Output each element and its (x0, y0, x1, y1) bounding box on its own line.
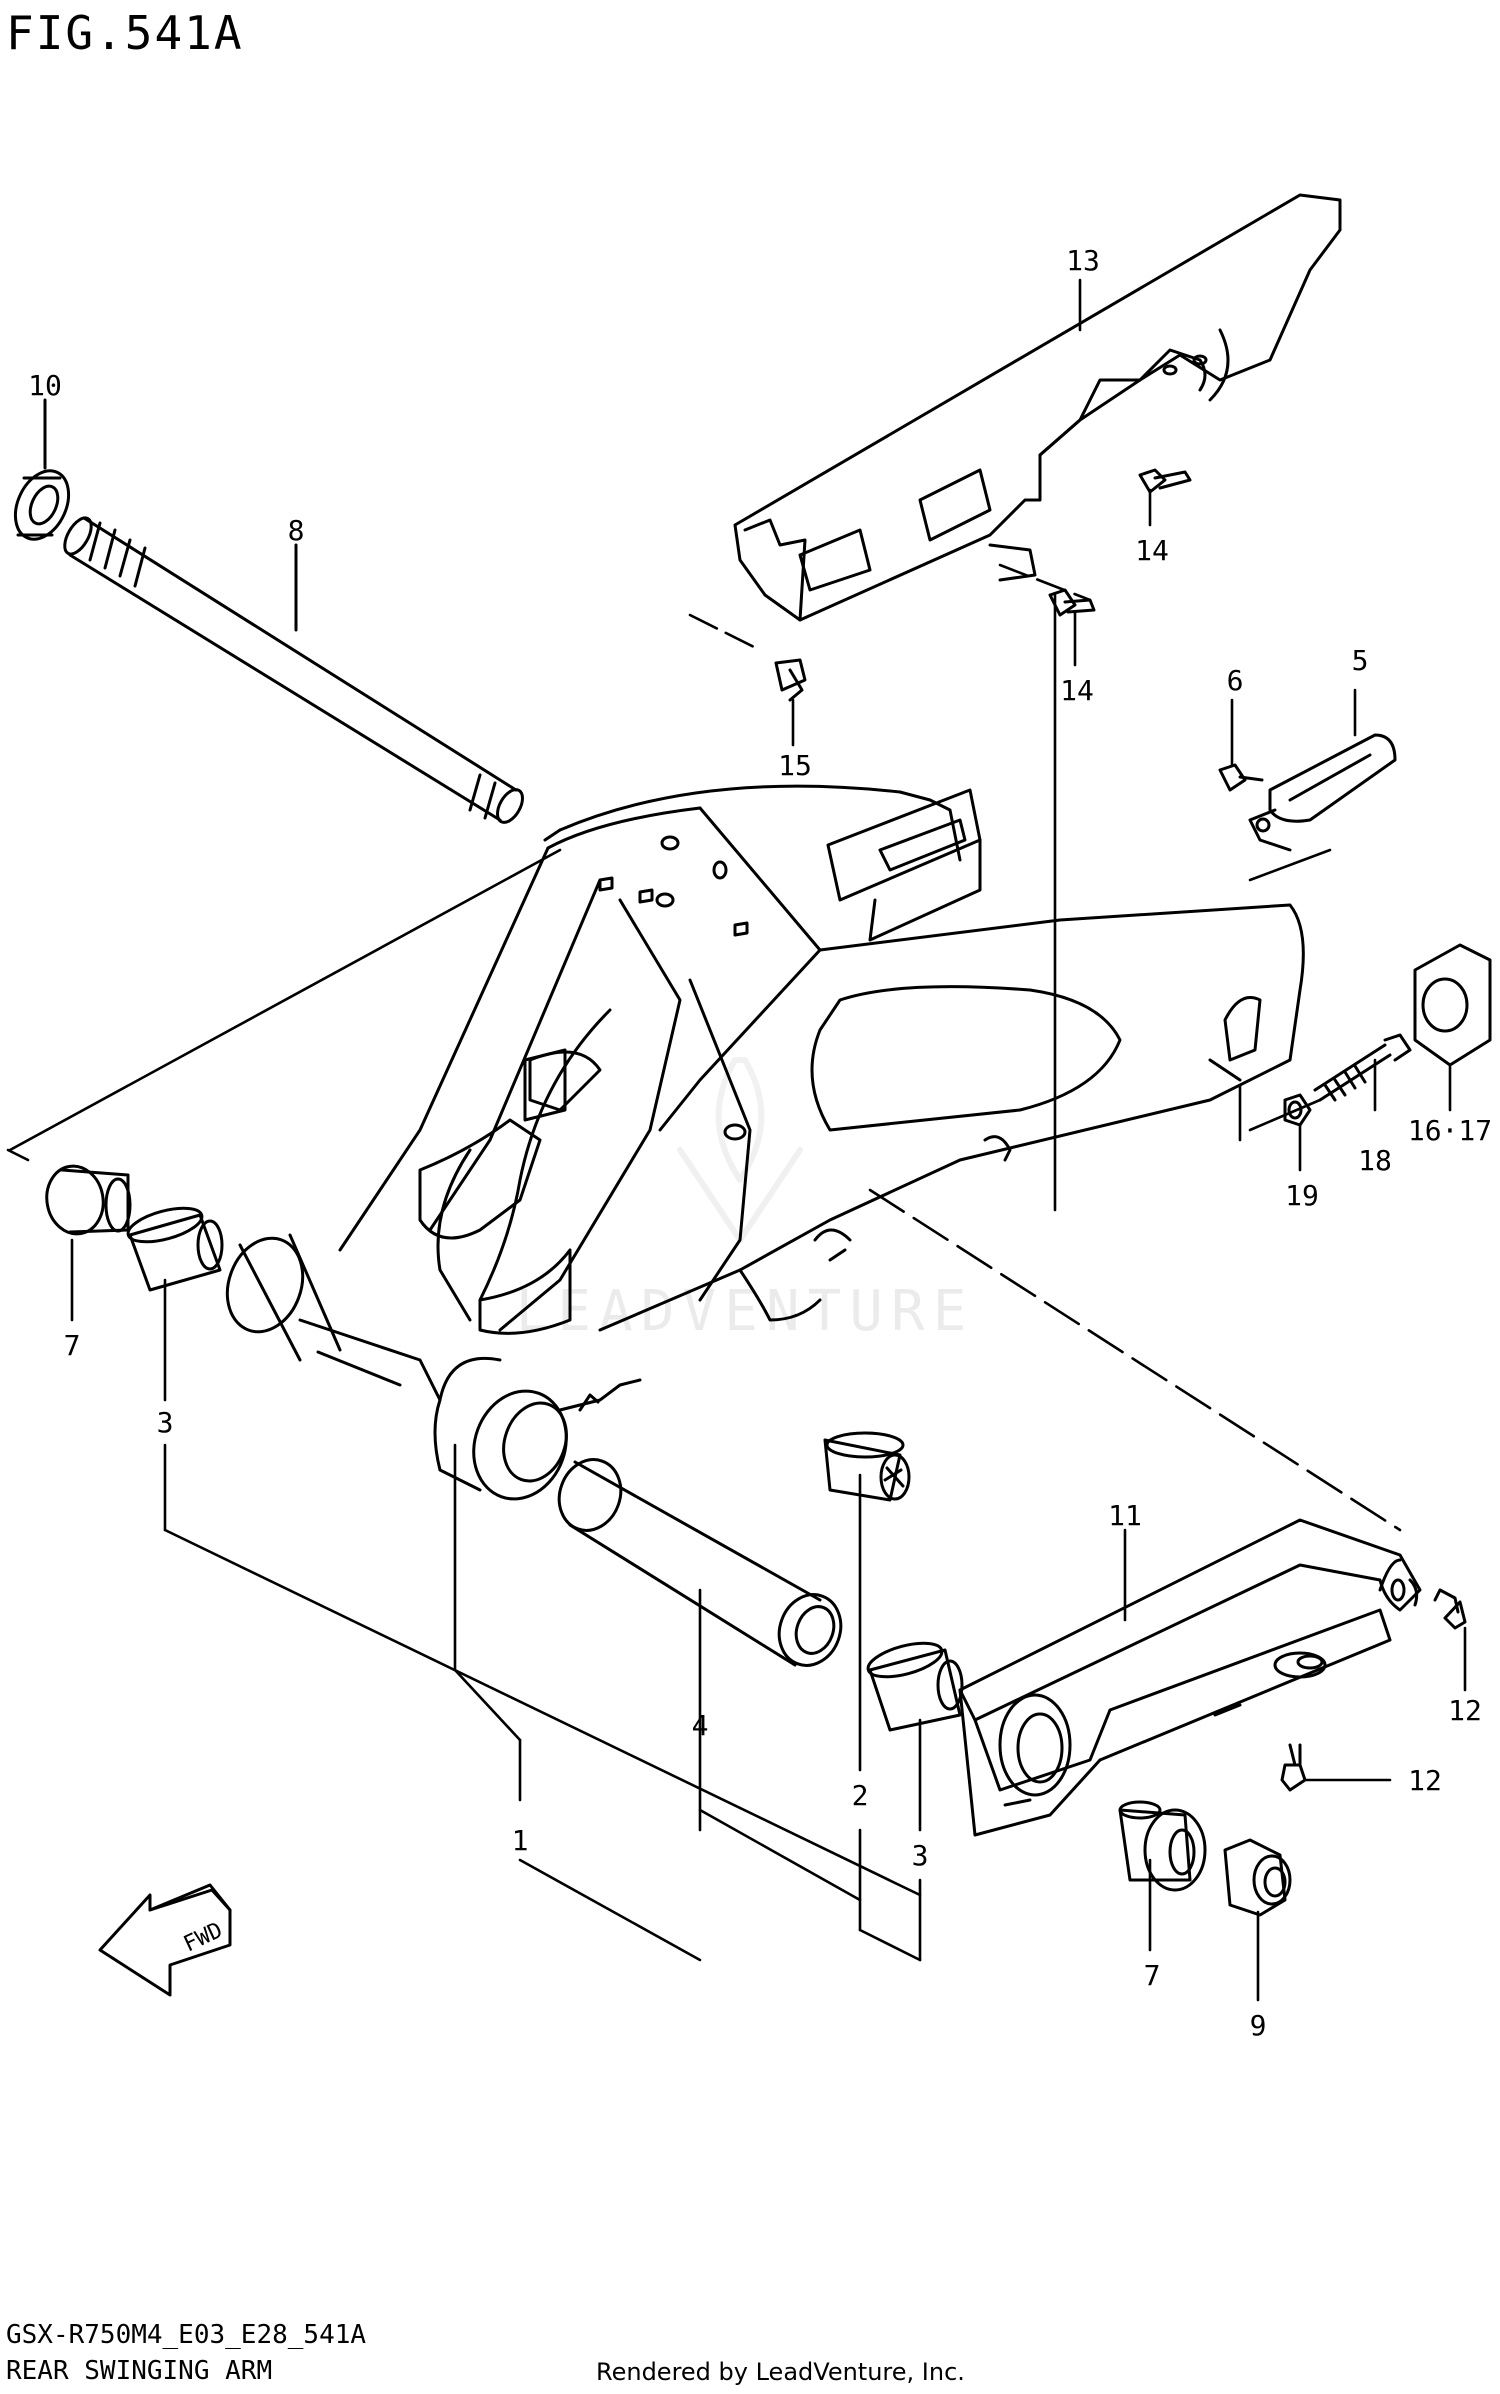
part-10-nut (13, 469, 71, 541)
callout-11: 11 (1108, 1499, 1142, 1532)
part-16-17-adjuster (1413, 943, 1492, 1067)
callout-2: 2 (852, 1779, 869, 1812)
part-8-pivot-shaft (63, 516, 524, 824)
part-7-spacer-right (1118, 1800, 1207, 1892)
figure-title: FIG.541A (6, 6, 244, 60)
callout-16-17: 16·17 (1408, 1114, 1492, 1147)
callout-5: 5 (1352, 644, 1369, 677)
part-3-bushing-left (126, 1206, 224, 1292)
part-11-chain-slider (958, 1518, 1422, 1837)
callout-12-lower: 12 (1408, 1764, 1442, 1797)
part-14-screw-upper (1138, 468, 1192, 494)
part-14-screw-lower (1048, 588, 1096, 617)
callout-3-left: 3 (157, 1406, 174, 1439)
part-7-spacer-left (45, 1164, 132, 1236)
part-18-bolt (1313, 1033, 1412, 1102)
part-9-nut (1223, 1838, 1292, 1917)
callout-13: 13 (1066, 244, 1100, 277)
fwd-label: FWD (180, 1918, 227, 1957)
callout-6: 6 (1227, 664, 1244, 697)
callout-9: 9 (1250, 2009, 1267, 2042)
callout-8: 8 (288, 514, 305, 547)
fwd-arrow (98, 1883, 232, 1997)
callout-18: 18 (1358, 1144, 1392, 1177)
part-1-swingarm (225, 784, 1305, 1501)
callout-10: 10 (28, 369, 62, 402)
callout-19: 19 (1285, 1179, 1319, 1212)
section-name: REAR SWINGING ARM (6, 2356, 273, 2386)
callout-7-left: 7 (64, 1329, 81, 1362)
part-15-clip (774, 658, 807, 702)
part-4-pivot-tube (557, 1458, 843, 1667)
model-code: GSX-R750M4_E03_E28_541A (6, 2320, 367, 2350)
watermark-text: LEADVENTURE (516, 1279, 975, 1344)
part-6-bolt (1218, 763, 1264, 792)
callout-14-lower: 14 (1060, 674, 1094, 707)
callout-7-right: 7 (1144, 1959, 1161, 1992)
callout-15: 15 (778, 749, 812, 782)
callout-1: 1 (512, 1824, 529, 1857)
callout-14-upper: 14 (1135, 534, 1169, 567)
callout-12-upper: 12 (1448, 1694, 1482, 1727)
part-19-nut (1283, 1093, 1312, 1127)
watermark-logo (677, 1057, 803, 1243)
part-3-bushing-right (866, 1641, 964, 1732)
callout-4: 4 (692, 1709, 709, 1742)
rendered-by-credit: Rendered by LeadVenture, Inc. (596, 2358, 965, 2386)
part-12-bolt-upper (1433, 1588, 1467, 1630)
part-2-needle-bearing (823, 1431, 911, 1502)
part-12-bolt-lower (1280, 1743, 1307, 1792)
callout-numbers: 1 2 3 3 4 5 6 7 7 8 9 10 11 12 12 13 14 … (28, 244, 1492, 2042)
callout-3-right: 3 (912, 1839, 929, 1872)
part-13-chain-case (733, 193, 1342, 622)
leader-lines (6, 278, 1467, 2002)
part-5-bracket (1248, 733, 1397, 852)
